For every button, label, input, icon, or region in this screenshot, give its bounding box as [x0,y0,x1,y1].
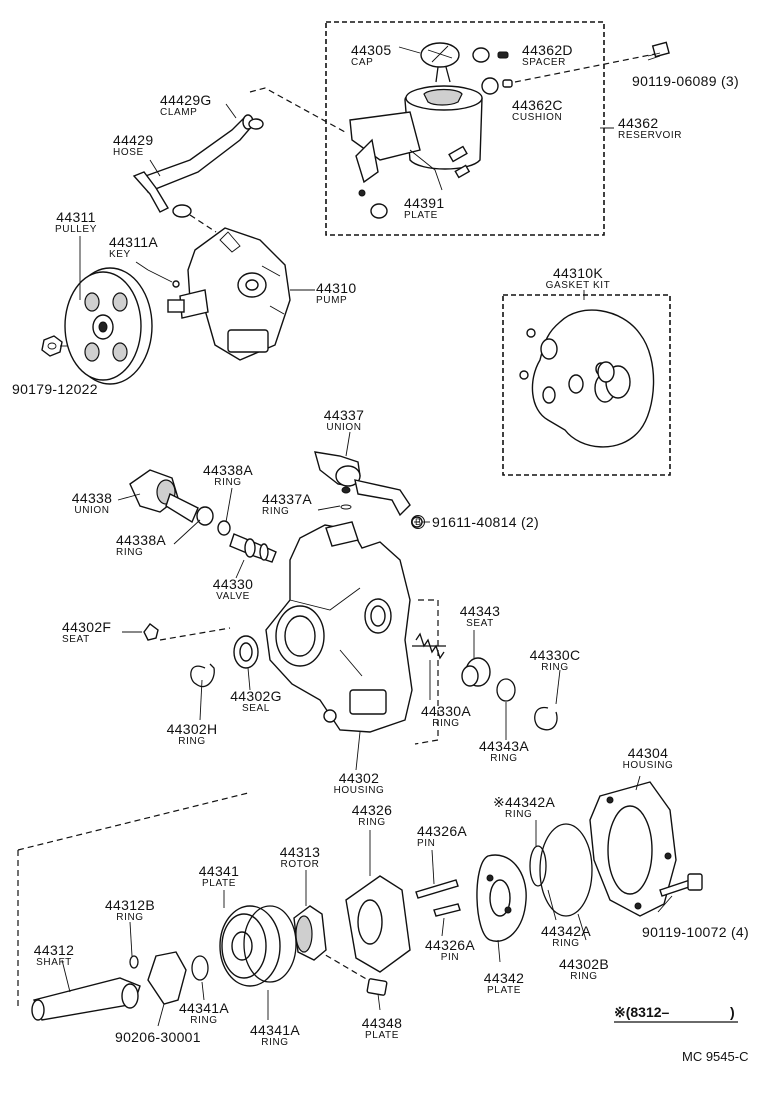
valve-icon [217,520,277,563]
reservoir-group-box [325,21,605,236]
pin-icon [415,879,461,917]
b-marker-icon: B [411,515,425,529]
snap-ring-icon [190,663,215,688]
seat-ring-icon [461,657,491,687]
bolt-icon-2 [659,873,703,897]
plate-cushion-icon [358,189,388,219]
label-90206-30001: 90206-30001 [115,1029,201,1045]
leader-lines [60,103,673,1027]
spacer-icon [472,47,509,63]
gasket-icon [519,309,655,448]
o-ring-small-icon [191,955,209,981]
production-date-note: ※(8312– [614,1004,670,1020]
rear-housing-icon [589,781,677,917]
spring-icon [412,632,446,660]
side-plate-icon [219,905,297,987]
rotor-icon [293,905,327,961]
hose-icon [132,114,254,213]
seal-cover-icon [147,951,187,1005]
snap-ring-icon-2 [534,706,558,731]
label-91611-40814: 91611-40814 (2) [432,514,539,530]
seal-icon [233,635,259,669]
ring-small-icon [129,955,139,969]
shaft-icon [31,977,141,1021]
label-90119-10072: 90119-10072 (4) [642,924,749,940]
gasket-kit-box [502,294,671,476]
key-icon [147,269,180,288]
label-90179-12022: 90179-12022 [12,381,98,397]
pressure-plate-icon [476,854,527,942]
label-90119-06089: 90119-06089 (3) [632,73,739,89]
pulley-icon [64,267,153,385]
bolt-icon [647,41,670,61]
union-fitting-icon [129,469,214,526]
production-date-note-close: ) [730,1004,735,1020]
housing-icon [265,521,413,733]
union-icon [314,451,411,517]
clamp-icon [172,118,264,218]
cap-icon [420,42,460,83]
diagram-code: MC 9545-C [682,1049,749,1064]
cam-ring-icon [345,875,411,973]
pump-icon [167,227,291,361]
nut-icon [41,335,63,357]
reservoir-icon [349,85,483,191]
o-ring-icon [496,678,516,702]
cushion-icon [481,77,513,95]
small-plate-icon [366,978,388,996]
ring-large-icon [529,823,593,917]
seat-icon [143,623,159,641]
